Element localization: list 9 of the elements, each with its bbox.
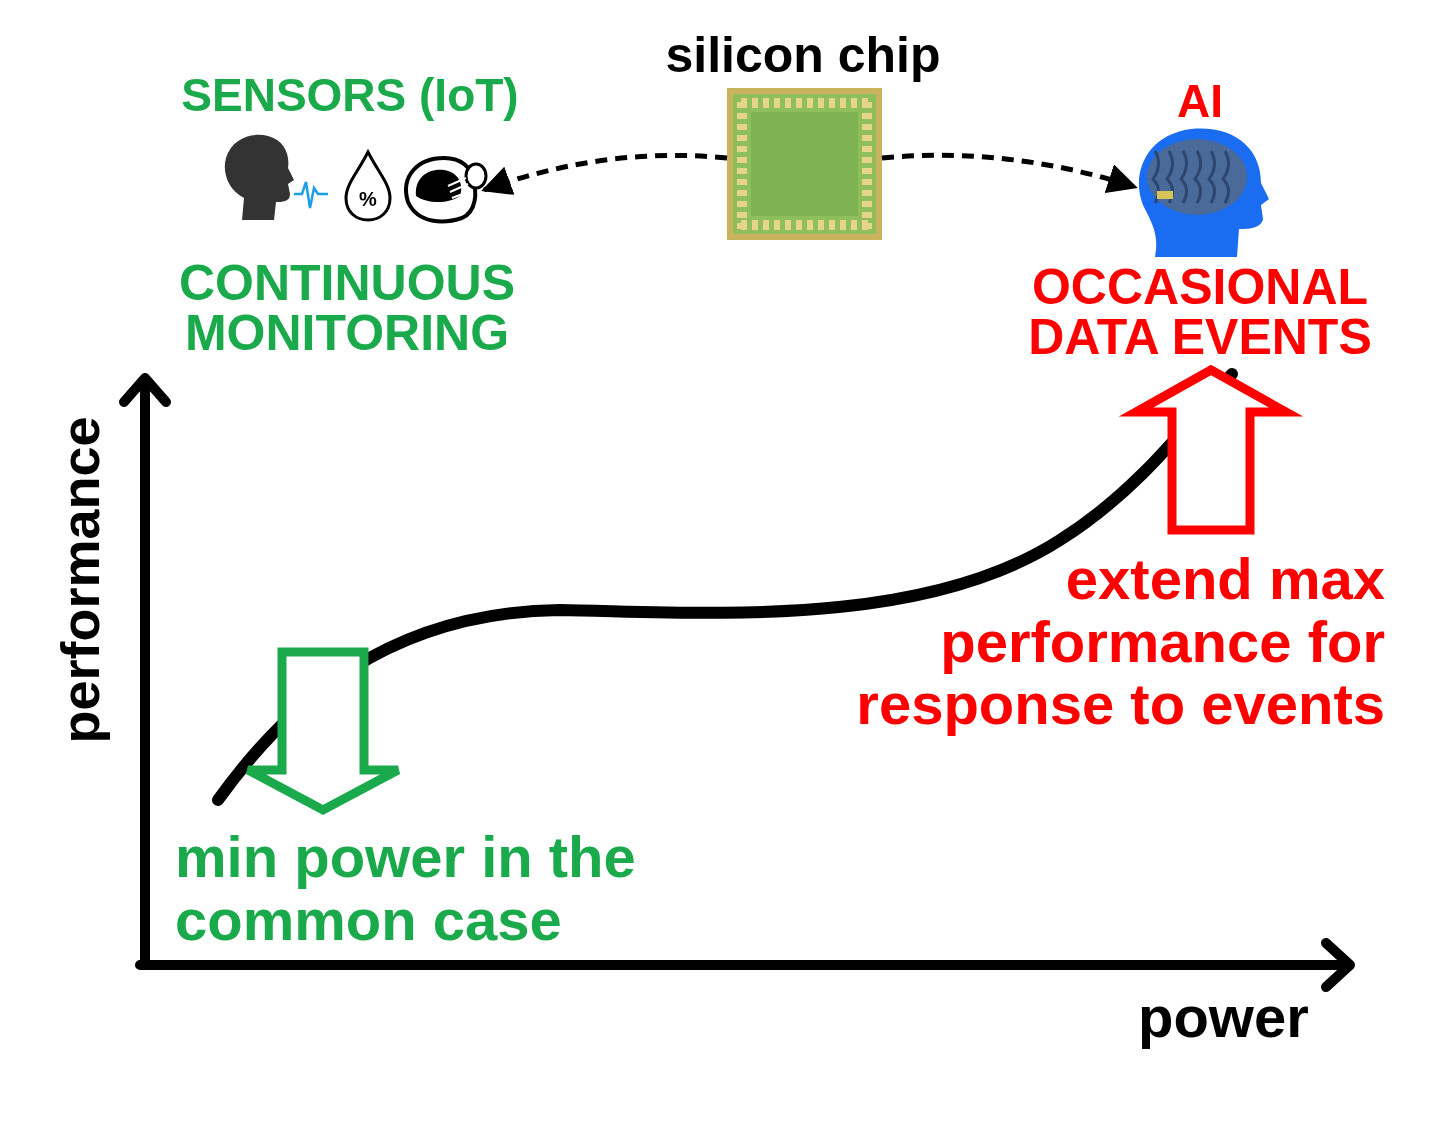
annotation: extend max performance for response to events (855, 548, 1385, 736)
node-label: silicon chip (665, 30, 941, 80)
dashed-arrow (881, 152, 1138, 194)
dashed-arrow (481, 153, 728, 196)
node-label: CONTINUOUS MONITORING (177, 258, 517, 358)
node-label: AI (1177, 78, 1223, 124)
node-label: OCCASIONAL DATA EVENTS (1027, 262, 1373, 362)
annotation: min power in the common case (175, 826, 637, 952)
percent-sign: % (359, 188, 377, 210)
